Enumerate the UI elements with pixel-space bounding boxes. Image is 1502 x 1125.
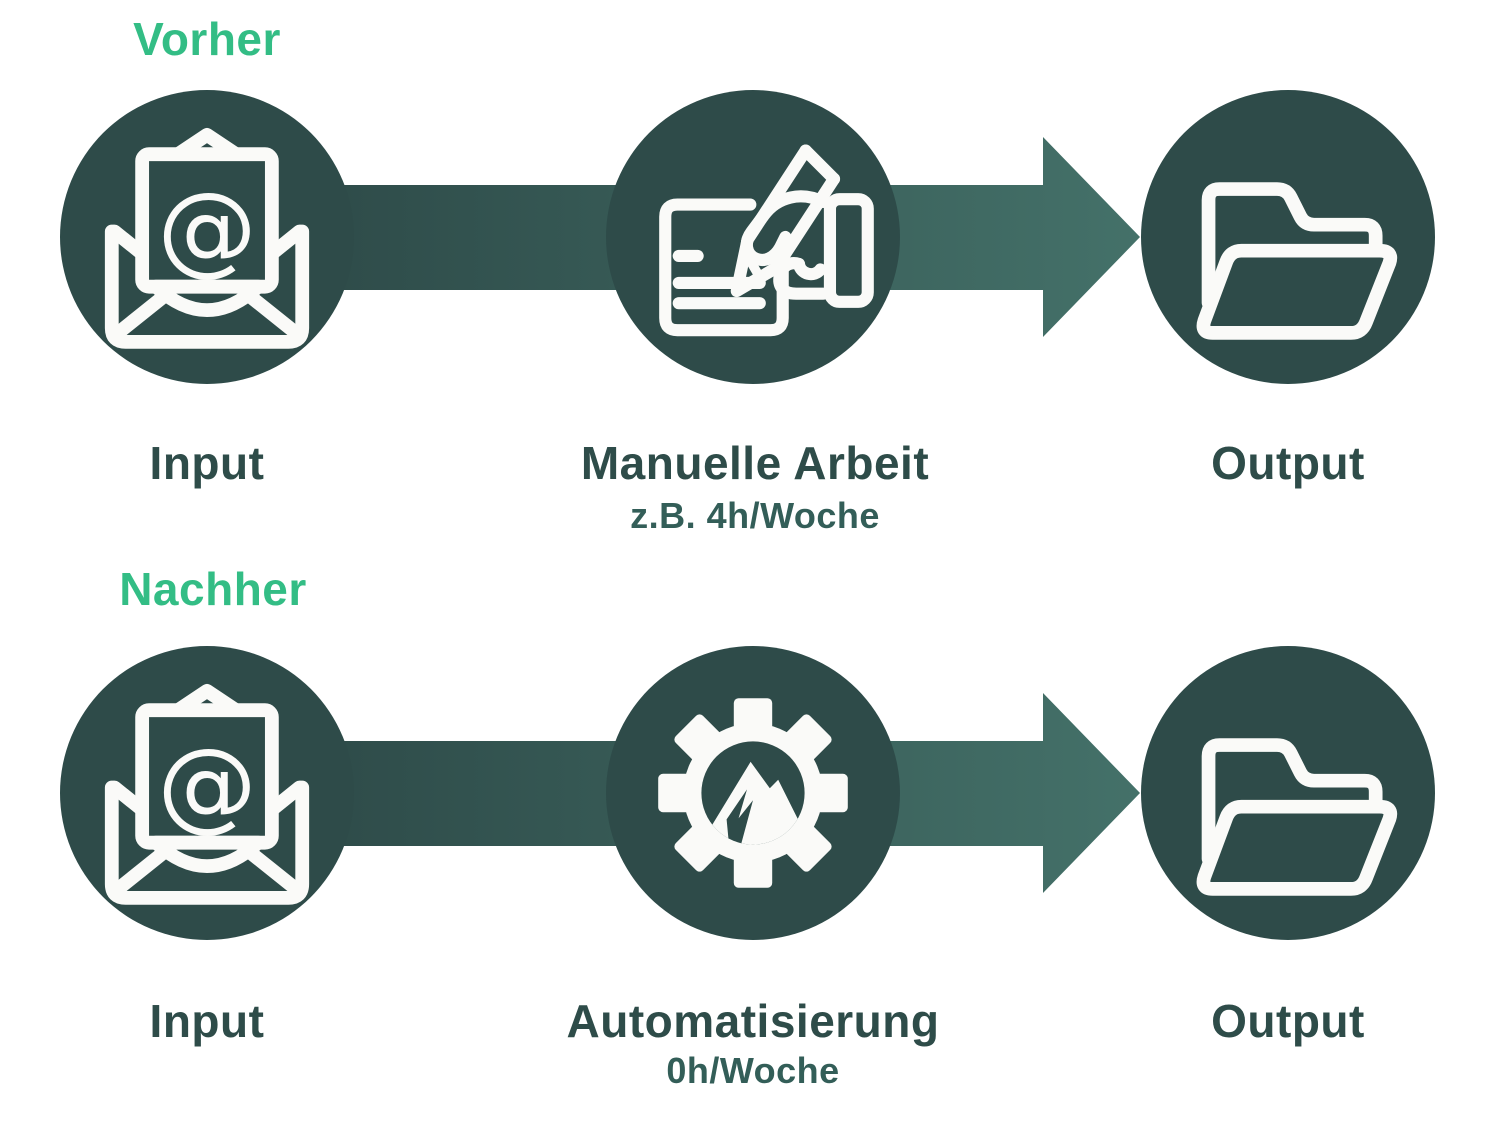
flow-arrow-before: [860, 137, 1140, 337]
process-circle-after: [606, 646, 900, 940]
output-circle-before: [1141, 90, 1435, 384]
label-input-before: Input: [149, 437, 265, 489]
label-output-after: Output: [1211, 995, 1365, 1047]
open-email-icon: @: [104, 127, 310, 349]
label-input-after: Input: [149, 995, 265, 1047]
open-folder-icon: [1196, 182, 1398, 340]
open-folder-icon: [1196, 738, 1398, 896]
label-manual-work: Manuelle Arbeit: [580, 437, 930, 489]
output-circle-after: [1141, 646, 1435, 940]
gear-mountain-icon: [658, 698, 848, 888]
input-circle-after: @: [60, 646, 354, 940]
hand-writing-icon: [659, 144, 874, 337]
sublabel-automation-hours: 0h/Woche: [666, 1050, 840, 1091]
sublabel-manual-hours: z.B. 4h/Woche: [630, 495, 880, 536]
flow-arrow-after: [860, 693, 1140, 893]
svg-text:@: @: [157, 728, 256, 843]
open-email-icon: @: [104, 683, 310, 905]
section-title-before: Vorher: [133, 13, 281, 65]
svg-text:@: @: [157, 172, 256, 287]
section-title-after: Nachher: [119, 563, 307, 615]
connector-bar-after: [310, 741, 640, 846]
label-output-before: Output: [1211, 437, 1365, 489]
connector-bar-before: [310, 185, 640, 290]
label-automation: Automatisierung: [566, 995, 940, 1047]
input-circle-before: @: [60, 90, 354, 384]
process-circle-before: [606, 90, 900, 384]
